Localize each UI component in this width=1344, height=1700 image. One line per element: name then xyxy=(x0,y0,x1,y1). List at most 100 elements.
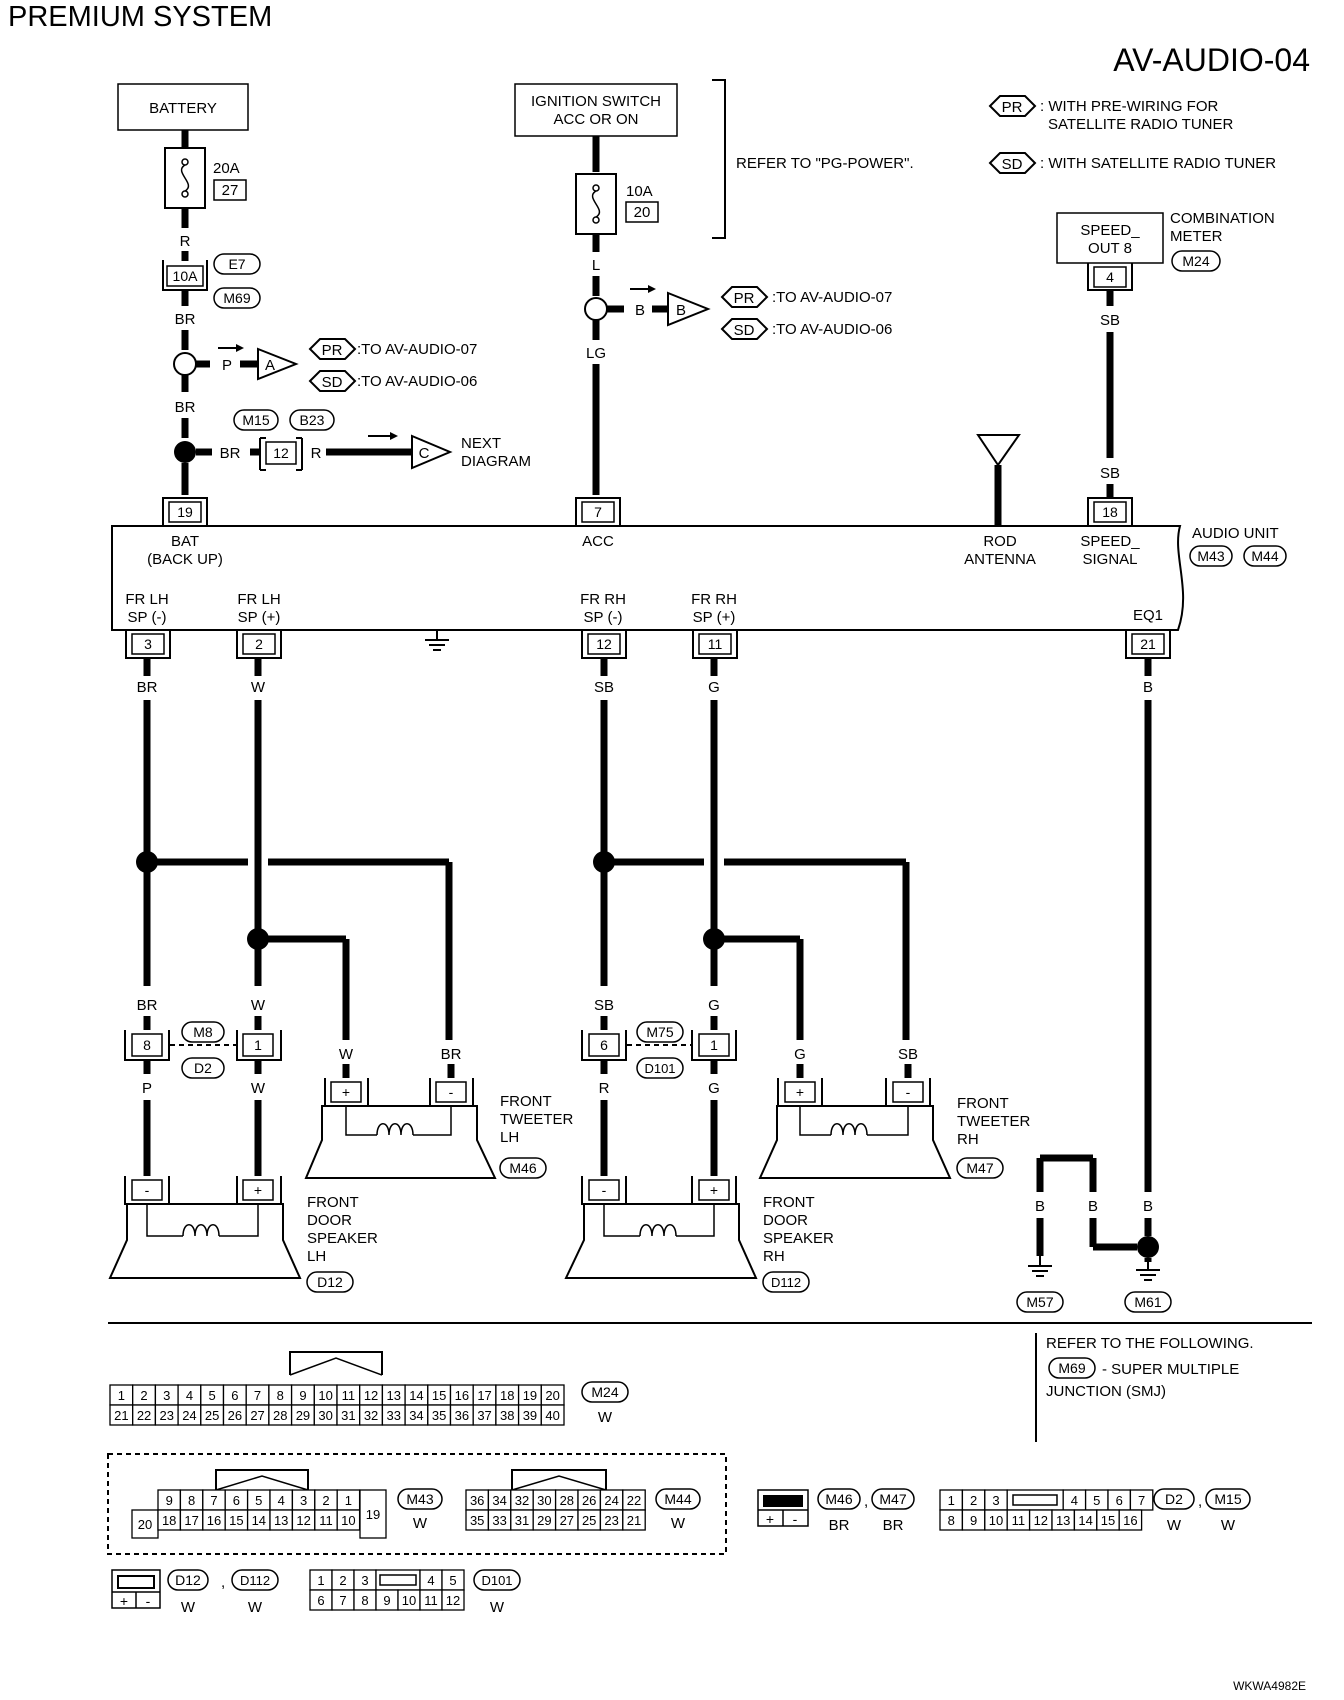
svg-text:SATELLITE RADIO TUNER: SATELLITE RADIO TUNER xyxy=(1048,116,1233,133)
pin-number: 13 xyxy=(1056,1513,1070,1528)
svg-text:M44: M44 xyxy=(664,1491,691,1507)
svg-text:12: 12 xyxy=(596,636,612,652)
front-tweeter-lh: + - FRONT TWEETER LH M46 xyxy=(304,1078,573,1179)
fuse-20 xyxy=(575,173,617,235)
pin-number: 27 xyxy=(250,1408,264,1423)
pin-number: 12 xyxy=(1034,1513,1048,1528)
svg-text:BR: BR xyxy=(829,1517,850,1534)
pin-number: 32 xyxy=(364,1408,378,1423)
svg-text:B: B xyxy=(635,302,645,319)
svg-text:21: 21 xyxy=(1140,636,1156,652)
svg-text::TO AV-AUDIO-07: :TO AV-AUDIO-07 xyxy=(772,289,892,306)
combination-meter: SPEED_ OUT 8 COMBINATION METER M24 4 SB … xyxy=(1056,210,1275,498)
battery-circuit: BATTERY 20A 27 R 10A E7 M69 BR P A PR :T… xyxy=(117,83,531,495)
pin-number: 28 xyxy=(273,1408,287,1423)
svg-text:M47: M47 xyxy=(966,1160,993,1176)
svg-text:L: L xyxy=(592,257,600,274)
svg-text:E7: E7 xyxy=(228,256,245,272)
pin-number: 13 xyxy=(274,1513,288,1528)
pin-number: 5 xyxy=(255,1493,262,1508)
svg-text:M46: M46 xyxy=(509,1160,536,1176)
svg-text:SB: SB xyxy=(898,1046,918,1063)
pin-number: 3 xyxy=(361,1573,368,1588)
pin-number: 26 xyxy=(228,1408,242,1423)
svg-text:METER: METER xyxy=(1170,228,1223,245)
svg-text:M44: M44 xyxy=(1251,548,1278,564)
pin-number: 14 xyxy=(1078,1513,1092,1528)
figure-code: WKWA4982E xyxy=(1233,1679,1306,1693)
svg-text:D112: D112 xyxy=(240,1573,270,1588)
pin-number: 22 xyxy=(137,1408,151,1423)
svg-text:-: - xyxy=(793,1511,798,1527)
pin-number: 39 xyxy=(523,1408,537,1423)
pin-number: 21 xyxy=(627,1513,641,1528)
svg-text:: WITH PRE-WIRING FOR: : WITH PRE-WIRING FOR xyxy=(1040,98,1218,115)
svg-text:- SUPER MULTIPLE: - SUPER MULTIPLE xyxy=(1102,1361,1239,1378)
svg-text:FR RH: FR RH xyxy=(580,591,626,608)
pin-number: 30 xyxy=(318,1408,332,1423)
right-speaker-circuit: SB G G SB SB G 6 1 M75 D101 R G xyxy=(564,658,1030,1293)
pin-number: 7 xyxy=(254,1388,261,1403)
pin-number: 6 xyxy=(1116,1493,1123,1508)
pin-number: 5 xyxy=(449,1573,456,1588)
system-title: PREMIUM SYSTEM xyxy=(8,1,272,33)
svg-text:IGNITION SWITCH: IGNITION SWITCH xyxy=(531,93,661,110)
svg-text:R: R xyxy=(599,1080,610,1097)
pin-number: 24 xyxy=(604,1493,618,1508)
pin-number: 15 xyxy=(1101,1513,1115,1528)
svg-text:EQ1: EQ1 xyxy=(1133,607,1163,624)
svg-text:M24: M24 xyxy=(1182,253,1209,269)
svg-text:19: 19 xyxy=(177,504,193,520)
fuse-27 xyxy=(164,147,206,209)
pin-number: 6 xyxy=(231,1388,238,1403)
svg-text:,: , xyxy=(1198,1493,1202,1510)
svg-text:SP (+): SP (+) xyxy=(693,609,736,626)
svg-text:12: 12 xyxy=(273,445,289,461)
svg-text:SIGNAL: SIGNAL xyxy=(1082,551,1137,568)
svg-text:27: 27 xyxy=(222,182,239,199)
svg-text:SPEAKER: SPEAKER xyxy=(763,1230,834,1247)
pin-number: 2 xyxy=(970,1493,977,1508)
svg-text:-: - xyxy=(146,1593,151,1609)
pin-number: 1 xyxy=(118,1388,125,1403)
pin-number: 34 xyxy=(492,1493,506,1508)
svg-text:B: B xyxy=(1088,1198,1098,1215)
svg-text:B: B xyxy=(1035,1198,1045,1215)
svg-text:LH: LH xyxy=(500,1129,519,1146)
svg-text:4: 4 xyxy=(1106,269,1114,285)
svg-text:SP (+): SP (+) xyxy=(238,609,281,626)
svg-text:2: 2 xyxy=(255,636,263,652)
svg-text:ACC: ACC xyxy=(582,533,614,550)
svg-text:8: 8 xyxy=(143,1037,151,1053)
svg-text:G: G xyxy=(794,1046,806,1063)
svg-text:W: W xyxy=(248,1599,263,1616)
pin-number: 25 xyxy=(582,1513,596,1528)
svg-text::TO AV-AUDIO-06: :TO AV-AUDIO-06 xyxy=(357,373,477,390)
svg-text:W: W xyxy=(671,1515,686,1532)
svg-text:W: W xyxy=(490,1599,505,1616)
svg-text:LH: LH xyxy=(307,1248,326,1265)
pin-number: 14 xyxy=(252,1513,266,1528)
pin-number: 8 xyxy=(361,1593,368,1608)
pin-number: 5 xyxy=(1093,1493,1100,1508)
svg-text:RH: RH xyxy=(763,1248,785,1265)
pin-number: 4 xyxy=(186,1388,193,1403)
pin-number: 3 xyxy=(992,1493,999,1508)
svg-text:SP (-): SP (-) xyxy=(584,609,623,626)
svg-text:SB: SB xyxy=(594,679,614,696)
svg-text:FRONT: FRONT xyxy=(763,1194,815,1211)
svg-text:D2: D2 xyxy=(194,1060,212,1076)
pin-number: 33 xyxy=(387,1408,401,1423)
svg-text:W: W xyxy=(251,997,266,1014)
pin-number: 4 xyxy=(1071,1493,1078,1508)
pin-number: 22 xyxy=(627,1493,641,1508)
pin-number: 8 xyxy=(948,1513,955,1528)
svg-text:,: , xyxy=(864,1493,868,1510)
svg-text:W: W xyxy=(251,1080,266,1097)
svg-text:OUT 8: OUT 8 xyxy=(1088,240,1132,257)
svg-text:-: - xyxy=(602,1182,607,1198)
svg-text:BR: BR xyxy=(175,311,196,328)
svg-text:FR LH: FR LH xyxy=(125,591,168,608)
svg-text:BR: BR xyxy=(883,1517,904,1534)
pin-number: 36 xyxy=(470,1493,484,1508)
